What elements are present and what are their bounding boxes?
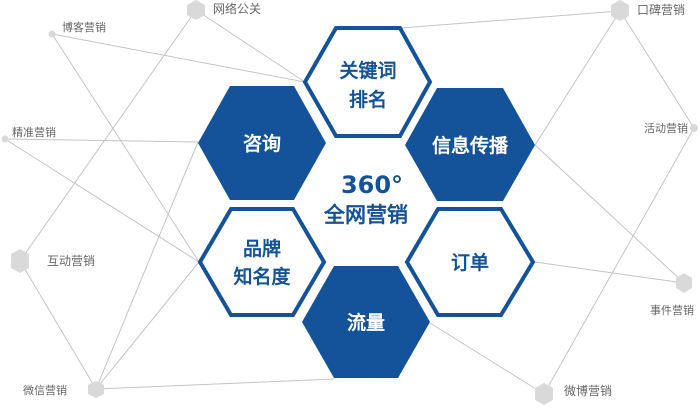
hex-brand: 品牌 知名度 [197,207,327,317]
connector [95,378,335,390]
hex-consult-label: 咨询 [243,132,281,155]
hex-keyword: 关键词 排名 [302,26,433,138]
connector [195,9,306,83]
connector [4,138,200,263]
hex-brand-line1: 品牌 [243,237,281,260]
connector [534,144,685,284]
hex-consult: 咨询 [198,86,326,200]
node-pr-icon [187,0,205,20]
connector-lines [4,9,695,395]
node-incident-icon [676,273,692,293]
center-title: 360° [341,171,403,199]
node-interact-icon [11,249,29,273]
node-wom-icon [611,0,629,21]
node-precise-label: 精准营销 [12,125,56,139]
node-interact-label: 互动营销 [47,254,95,268]
node-pr-label: 网络公关 [213,1,261,16]
hex-info-label: 信息传播 [432,134,509,157]
node-incident-label: 事件营销 [650,303,694,317]
node-activity-label: 活动营销 [644,121,688,135]
connector [543,127,695,395]
node-blog-icon [48,30,56,38]
hex-keyword-line1: 关键词 [339,59,396,82]
connector [19,9,197,262]
node-blog-label: 博客营销 [62,20,106,34]
hex-order-label: 订单 [451,251,489,274]
connector [534,261,685,284]
connector [534,10,621,146]
hex-order: 订单 [404,207,536,317]
connector [51,33,200,263]
connector [429,322,545,395]
node-weibo-label: 微博营销 [564,383,612,398]
connector [95,141,199,390]
connector [19,260,97,390]
connector [51,33,306,83]
connector [95,261,200,390]
node-wechat-icon [88,381,104,398]
node-wom-label: 口碑营销 [637,2,685,17]
hex-brand-line2: 知名度 [233,265,291,288]
connector [619,10,695,129]
connector [4,138,199,143]
connector [400,10,621,29]
hex-traffic: 流量 [302,266,430,378]
hex-info: 信息传播 [405,88,535,201]
node-precise-icon [1,135,9,143]
node-activity-icon [690,124,698,132]
center-subtitle: 全网营销 [323,203,408,227]
hex-traffic-label: 流量 [347,311,385,334]
node-weibo-icon [535,383,553,405]
node-wechat-label: 微信营销 [23,383,67,397]
hex-keyword-line2: 排名 [349,88,387,111]
